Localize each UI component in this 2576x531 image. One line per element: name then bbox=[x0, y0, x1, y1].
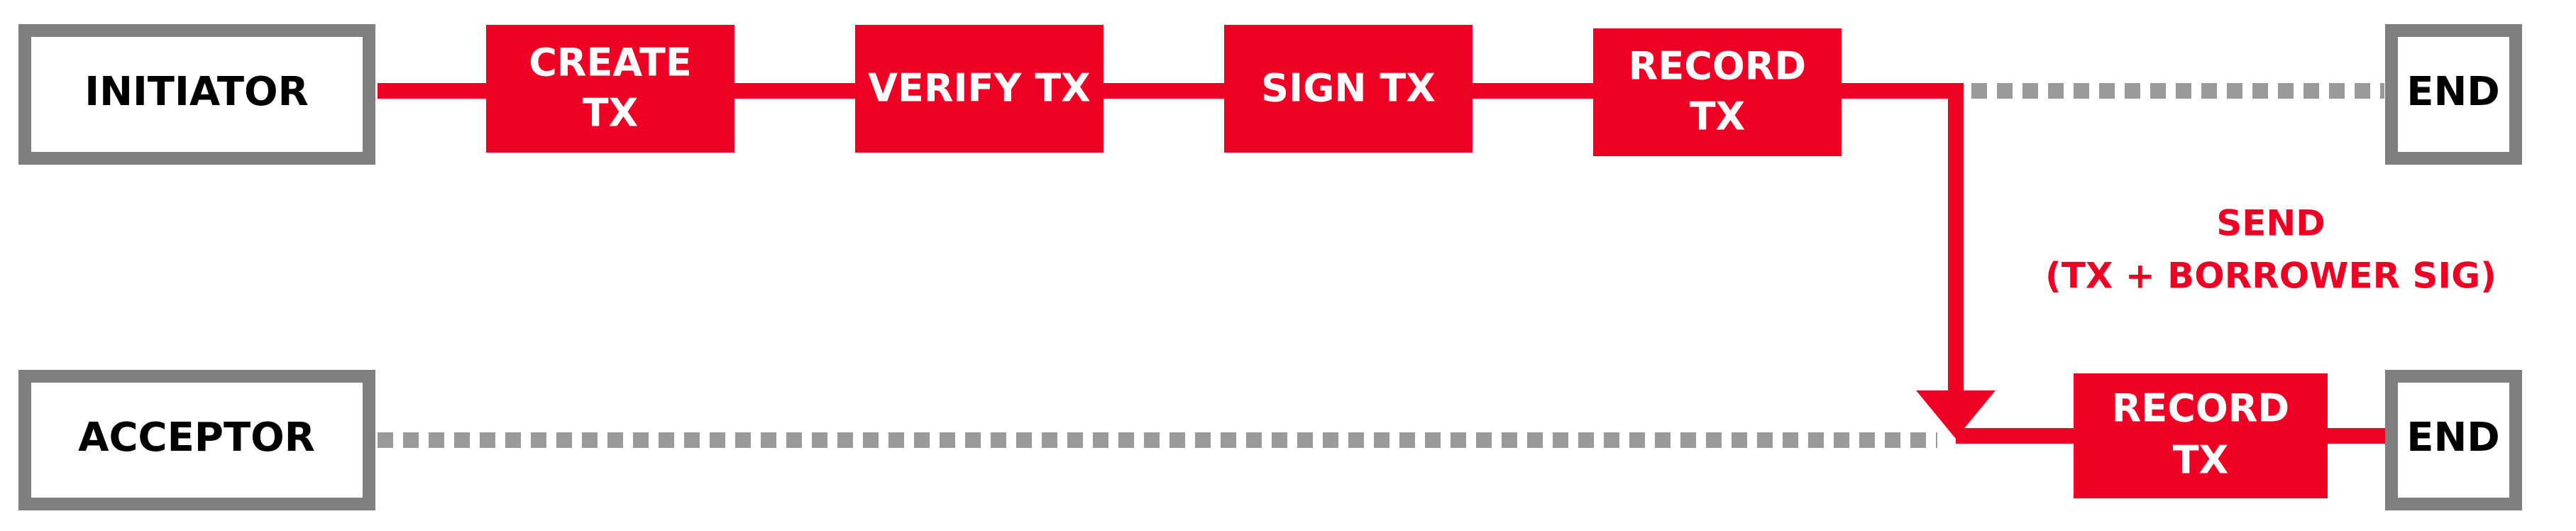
step-create-tx-box bbox=[486, 25, 734, 153]
step-record-tx-acceptor-box bbox=[2074, 373, 2328, 498]
acceptor-end-label: END bbox=[2406, 415, 2500, 461]
send-message-line-2: (TX + BORROWER SIG) bbox=[2045, 256, 2497, 297]
acceptor-lane-box: ACCEPTOR bbox=[18, 370, 375, 510]
step-record-tx-initiator-line-2: TX bbox=[1690, 94, 1745, 139]
acceptor-end-box: END bbox=[2385, 370, 2522, 510]
acceptor-label: ACCEPTOR bbox=[78, 415, 315, 461]
initiator-end-outline bbox=[2385, 24, 2522, 165]
initiator-label: INITIATOR bbox=[84, 69, 309, 115]
send-message-label: SEND (TX + BORROWER SIG) bbox=[2045, 203, 2497, 297]
acceptor-box-outline bbox=[18, 370, 375, 510]
step-sign-tx: SIGN TX bbox=[1224, 25, 1473, 153]
send-arrow-head bbox=[1916, 390, 1996, 439]
send-message-line-1: SEND bbox=[2216, 203, 2325, 244]
step-sign-tx-box bbox=[1224, 25, 1473, 153]
step-record-tx-initiator-box bbox=[1593, 28, 1842, 156]
acceptor-lane-connectors bbox=[378, 428, 2386, 448]
initiator-box-outline bbox=[18, 24, 375, 165]
step-verify-tx-line-1: VERIFY TX bbox=[868, 66, 1091, 111]
initiator-lane-box: INITIATOR bbox=[18, 24, 375, 165]
initiator-end-label: END bbox=[2406, 69, 2500, 115]
step-verify-tx-box bbox=[855, 25, 1103, 153]
step-record-tx-acceptor-line-2: TX bbox=[2173, 438, 2228, 483]
step-create-tx-line-2: TX bbox=[583, 91, 638, 136]
step-record-tx-acceptor: RECORD TX bbox=[2074, 373, 2328, 498]
acceptor-end-outline bbox=[2385, 370, 2522, 510]
step-record-tx-acceptor-line-1: RECORD bbox=[2112, 386, 2289, 431]
send-arrow bbox=[1916, 91, 1996, 439]
step-create-tx-line-1: CREATE bbox=[529, 40, 691, 85]
step-record-tx-initiator-line-1: RECORD bbox=[1629, 44, 1806, 89]
step-sign-tx-line-1: SIGN TX bbox=[1261, 66, 1436, 111]
step-verify-tx: VERIFY TX bbox=[855, 25, 1103, 153]
step-record-tx-initiator: RECORD TX bbox=[1593, 28, 1842, 156]
initiator-end-box: END bbox=[2385, 24, 2522, 165]
step-create-tx: CREATE TX bbox=[486, 25, 734, 153]
